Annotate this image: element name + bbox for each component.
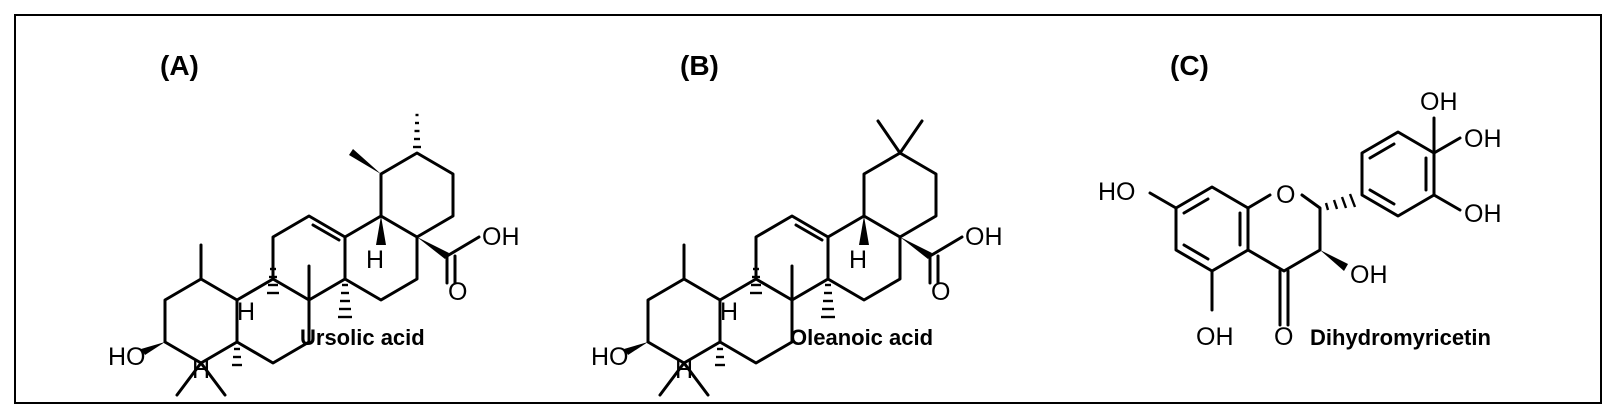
compound-name-ursolic-acid: Ursolic acid xyxy=(300,325,425,350)
atom-label-oh-c3p: OH xyxy=(1420,88,1458,116)
atom-label-ho-b: HO xyxy=(591,343,629,371)
atom-label-oh-c4p: OH xyxy=(1464,125,1502,153)
atom-label-h-b9: H xyxy=(720,298,738,326)
atom-label-ho-a: HO xyxy=(108,343,146,371)
atom-label-h-b5: H xyxy=(675,356,693,384)
atom-label-h-a9: H xyxy=(237,298,255,326)
atom-label-h-a18: H xyxy=(366,246,384,274)
atom-label-oh-c5p: OH xyxy=(1464,200,1502,228)
atom-label-oh-a: OH xyxy=(482,223,520,251)
compound-name-oleanoic-acid: Oleanoic acid xyxy=(790,325,933,350)
atom-label-o-a: O xyxy=(448,278,467,306)
atom-label-o-ring: O xyxy=(1276,181,1295,209)
atom-label-ho-c7: HO xyxy=(1098,178,1136,206)
panel-label-c: (C) xyxy=(1170,50,1209,81)
ursolic-acid-structure xyxy=(139,113,481,397)
atom-label-oh-c3: OH xyxy=(1350,261,1388,289)
atom-label-o-carbonyl: O xyxy=(1274,323,1293,351)
atom-label-h-a5: H xyxy=(192,356,210,384)
atom-label-oh-b: OH xyxy=(965,223,1003,251)
panel-label-a: (A) xyxy=(160,50,199,81)
panel-label-b: (B) xyxy=(680,50,719,81)
figure-frame xyxy=(14,14,1602,404)
atom-label-o-b: O xyxy=(931,278,950,306)
atom-label-oh-c5: OH xyxy=(1196,323,1234,351)
oleanoic-acid-structure xyxy=(622,119,964,397)
atom-label-h-b18: H xyxy=(849,246,867,274)
compound-name-dihydromyricetin: Dihydromyricetin xyxy=(1310,325,1491,350)
dihydromyricetin-structure xyxy=(1148,116,1462,327)
